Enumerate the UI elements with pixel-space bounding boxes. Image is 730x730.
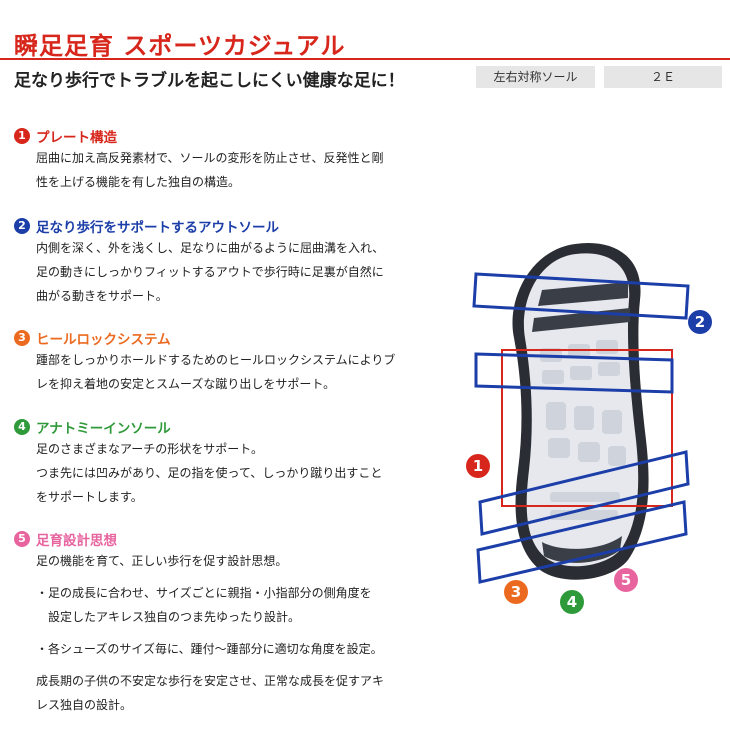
feature-text-line: 内側を深く、外を浅くし、足なりに曲がるように屈曲溝を入れ、 — [36, 241, 385, 255]
feature-heading: 1 プレート構造 — [14, 126, 444, 146]
feature-plate-structure: 1 プレート構造 屈曲に加え高反発素材で、ソールの変形を防止させ、反発性と剛 性… — [14, 126, 444, 194]
feature-text-line: 足の動きにしっかりフィットするアウトで歩行時に足裏が自然に — [36, 265, 384, 279]
spec-tag-width: ２Ｅ — [604, 66, 722, 88]
feature-text-line: 性を上げる機能を有した独自の構造。 — [36, 175, 241, 189]
flex-groove-outlines — [472, 272, 690, 584]
feature-title: ヒールロックシステム — [36, 332, 171, 348]
feature-text-line: レス独自の設計。 — [36, 698, 133, 712]
feature-heel-lock: 3 ヒールロックシステム 踵部をしっかりホールドするためのヒールロックシステムに… — [14, 328, 444, 396]
spec-tag-sole: 左右対称ソール — [476, 66, 595, 88]
feature-heading: 4 アナトミーインソール — [14, 417, 444, 437]
feature-title: 足なり歩行をサポートするアウトソール — [36, 220, 279, 236]
page-title: 瞬足足育 スポーツカジュアル — [14, 32, 346, 60]
feature-text-line: 曲がる動きをサポート。 — [36, 289, 168, 303]
shoe-sole-icon — [472, 242, 690, 584]
feature-heading: 5 足育設計思想 — [14, 529, 444, 549]
shoe-sole-illustration: 2 1 3 4 5 — [450, 230, 730, 630]
feature-text-line: つま先には凹みがあり、足の指を使って、しっかり蹴り出すこと — [36, 466, 383, 480]
feature-heading: 2 足なり歩行をサポートするアウトソール — [14, 216, 444, 236]
feature-title: アナトミーインソール — [36, 421, 171, 437]
callout-badge-2: 2 — [688, 310, 712, 334]
feature-text-line: 踵部をしっかりホールドするためのヒールロックシステムによりブ — [36, 353, 396, 367]
feature-description: 内側を深く、外を浅くし、足なりに曲がるように屈曲溝を入れ、 足の動きにしっかりフ… — [36, 236, 444, 308]
feature-description: 足の機能を育て、正しい歩行を促す設計思想。 ・足の成長に合わせ、サイズごとに親指… — [36, 549, 444, 717]
feature-title: プレート構造 — [36, 130, 117, 146]
feature-description: 屈曲に加え高反発素材で、ソールの変形を防止させ、反発性と剛 性を上げる機能を有し… — [36, 146, 444, 194]
feature-number-badge: 4 — [14, 419, 30, 435]
title-divider — [0, 58, 730, 60]
feature-bullet-line: 設定したアキレス独自のつま先ゆったり設計。 — [36, 610, 301, 624]
callout-badge-1: 1 — [466, 454, 490, 478]
feature-anatomy-insole: 4 アナトミーインソール 足のさまざまなアーチの形状をサポート。 つま先には凹み… — [14, 417, 444, 509]
callout-badge-3: 3 — [504, 580, 528, 604]
feature-number-badge: 2 — [14, 218, 30, 234]
feature-foot-growth-design: 5 足育設計思想 足の機能を育て、正しい歩行を促す設計思想。 ・足の成長に合わせ… — [14, 529, 444, 717]
callout-badge-5: 5 — [614, 568, 638, 592]
feature-description: 足のさまざまなアーチの形状をサポート。 つま先には凹みがあり、足の指を使って、し… — [36, 437, 444, 509]
page-subtitle: 足なり歩行でトラブルを起こしにくい健康な足に！ — [14, 71, 405, 91]
feature-heading: 3 ヒールロックシステム — [14, 328, 444, 348]
feature-bullet-line: ・足の成長に合わせ、サイズごとに親指・小指部分の側角度を — [36, 586, 372, 600]
feature-text-line: 足の機能を育て、正しい歩行を促す設計思想。 — [36, 554, 288, 568]
feature-text-line: 足のさまざまなアーチの形状をサポート。 — [36, 442, 264, 456]
callout-badge-4: 4 — [560, 590, 584, 614]
feature-bullet-line: ・各シューズのサイズ毎に、踵付～踵部分に適切な角度を設定。 — [36, 642, 383, 656]
feature-text-line: 成長期の子供の不安定な歩行を安定させ、正常な成長を促すアキ — [36, 674, 385, 688]
feature-text-line: レを抑え着地の安定とスムーズな蹴り出しをサポート。 — [36, 377, 336, 391]
feature-title: 足育設計思想 — [36, 533, 117, 549]
feature-number-badge: 3 — [14, 330, 30, 346]
feature-number-badge: 5 — [14, 531, 30, 547]
plate-region-outline — [501, 349, 673, 507]
feature-description: 踵部をしっかりホールドするためのヒールロックシステムによりブ レを抑え着地の安定… — [36, 348, 444, 396]
feature-number-badge: 1 — [14, 128, 30, 144]
feature-text-line: 屈曲に加え高反発素材で、ソールの変形を防止させ、反発性と剛 — [36, 151, 384, 165]
feature-outsole: 2 足なり歩行をサポートするアウトソール 内側を深く、外を浅くし、足なりに曲がる… — [14, 216, 444, 308]
feature-text-line: をサポートします。 — [36, 490, 143, 504]
